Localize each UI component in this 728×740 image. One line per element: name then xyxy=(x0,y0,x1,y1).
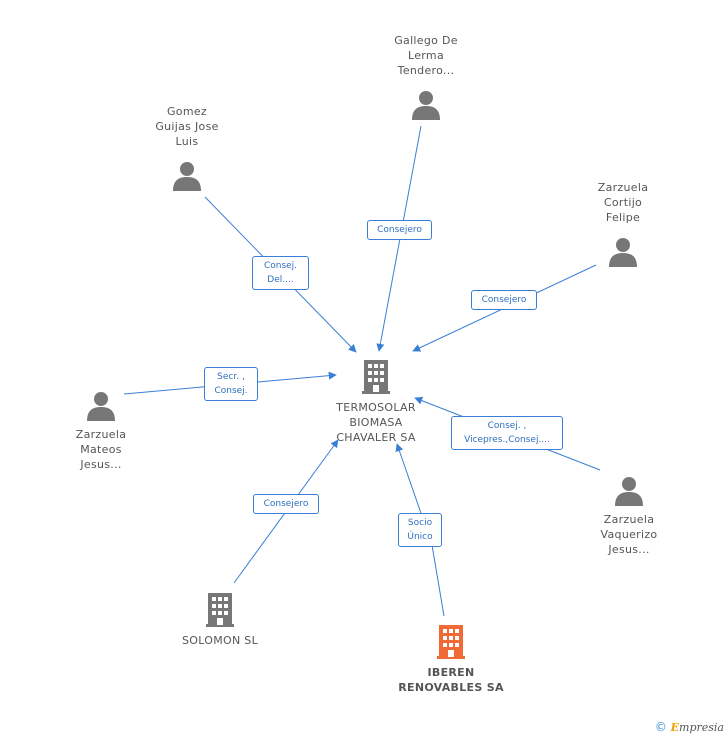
node-termosolar[interactable]: TERMOSOLAR BIOMASA CHAVALER SA xyxy=(326,360,426,445)
edge-label-solomon: Consejero xyxy=(253,494,319,514)
node-iberen[interactable]: IBEREN RENOVABLES SA xyxy=(390,625,512,695)
edge-label-iberen: Socio Único xyxy=(398,513,442,547)
edge-label-gallego: Consejero xyxy=(367,220,432,240)
building-icon xyxy=(437,625,465,659)
node-label: Gomez Guijas Jose Luis xyxy=(155,105,219,148)
person-icon xyxy=(609,238,637,267)
person-icon xyxy=(615,477,643,506)
edge-label-vaquerizo: Consej. , Vicepres.,Consej.... xyxy=(451,416,563,450)
node-label: Gallego De Lerma Tendero... xyxy=(394,34,458,77)
copyright-icon: © xyxy=(654,720,667,734)
node-label: Zarzuela Mateos Jesus... xyxy=(75,428,127,471)
node-cortijo[interactable]: Zarzuela Cortijo Felipe xyxy=(575,180,671,267)
node-solomon[interactable]: SOLOMON SL xyxy=(170,593,270,648)
building-icon xyxy=(206,593,234,627)
building-icon xyxy=(362,360,390,394)
person-icon xyxy=(87,392,115,421)
node-label: Zarzuela Cortijo Felipe xyxy=(597,181,649,224)
edge-label-mateos: Secr. , Consej. xyxy=(204,367,258,401)
node-vaquerizo[interactable]: Zarzuela Vaquerizo Jesus... xyxy=(581,476,677,557)
node-label: TERMOSOLAR BIOMASA CHAVALER SA xyxy=(336,401,416,444)
brand-logo: Empresia xyxy=(670,721,724,734)
edge-label-gomez: Consej. Del.... xyxy=(252,256,309,290)
person-icon xyxy=(412,91,440,120)
node-label: IBEREN RENOVABLES SA xyxy=(398,666,504,694)
node-gomez[interactable]: Gomez Guijas Jose Luis xyxy=(139,104,235,191)
node-label: Zarzuela Vaquerizo Jesus... xyxy=(600,513,658,556)
node-mateos[interactable]: Zarzuela Mateos Jesus... xyxy=(53,391,149,472)
edge-label-cortijo: Consejero xyxy=(471,290,537,310)
person-icon xyxy=(173,162,201,191)
node-label: SOLOMON SL xyxy=(181,634,259,647)
footer-brand: © Empresia xyxy=(655,720,724,734)
node-gallego[interactable]: Gallego De Lerma Tendero... xyxy=(378,33,474,120)
